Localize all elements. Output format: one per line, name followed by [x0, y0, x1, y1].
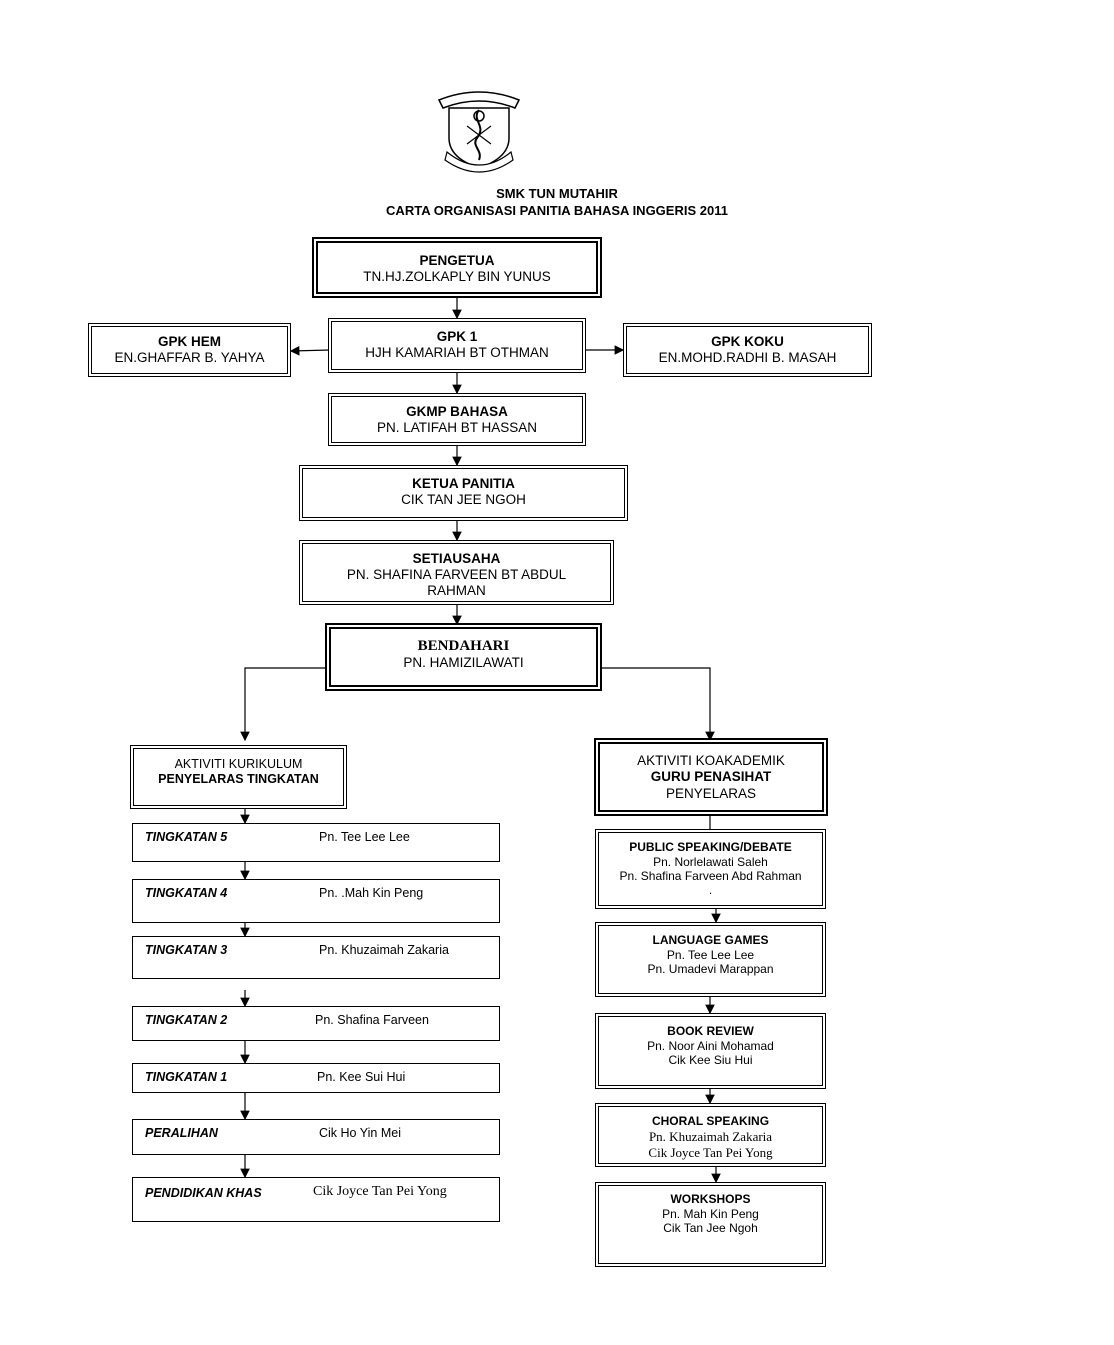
- role-label: GPK HEM: [157, 334, 221, 349]
- level-label: PERALIHAN: [145, 1126, 218, 1140]
- teacher-name: Pn. Tee Lee Lee: [319, 830, 410, 844]
- activity-choral-speaking: CHORAL SPEAKING Pn. Khuzaimah Zakaria Ci…: [595, 1103, 826, 1167]
- member-name: Pn. Norlelawati Saleh: [653, 855, 768, 869]
- role-label: GPK KOKU: [711, 334, 784, 349]
- node-bendahari: BENDAHARI PN. HAMIZILAWATI: [325, 623, 602, 691]
- activity-title: BOOK REVIEW: [667, 1024, 754, 1038]
- section-role: PENYELARAS: [665, 786, 757, 801]
- teacher-name: Cik Ho Yin Mei: [319, 1126, 401, 1140]
- person-name: CIK TAN JEE NGOH: [401, 492, 526, 507]
- section-title: AKTIVITI KOAKADEMIK: [637, 753, 785, 768]
- role-label: SETIAUSAHA: [412, 551, 501, 566]
- person-name: HJH KAMARIAH BT OTHMAN: [365, 345, 549, 360]
- node-aktiviti-koakademik: AKTIVITI KOAKADEMIK GURU PENASIHAT PENYE…: [594, 738, 828, 816]
- person-name: EN.GHAFFAR B. YAHYA: [114, 350, 265, 365]
- school-logo: [433, 86, 525, 174]
- activity-title: CHORAL SPEAKING: [651, 1114, 770, 1128]
- level-row: TINGKATAN 2 Pn. Shafina Farveen: [132, 1006, 500, 1041]
- member-name: Pn. Mah Kin Peng: [662, 1207, 759, 1221]
- activity-title: WORKSHOPS: [670, 1192, 751, 1206]
- level-row: PERALIHAN Cik Ho Yin Mei: [132, 1119, 500, 1155]
- node-aktiviti-kurikulum: AKTIVITI KURIKULUM PENYELARAS TINGKATAN: [130, 745, 347, 809]
- role-label: BENDAHARI: [417, 638, 510, 654]
- school-name: SMK TUN MUTAHIR: [496, 186, 618, 201]
- role-label: KETUA PANITIA: [412, 476, 515, 491]
- chart-title: CARTA ORGANISASI PANITIA BAHASA INGGERIS…: [386, 203, 728, 218]
- node-pengetua: PENGETUA TN.HJ.ZOLKAPLY BIN YUNUS: [312, 237, 602, 298]
- level-row: TINGKATAN 3 Pn. Khuzaimah Zakaria: [132, 936, 500, 979]
- activity-title: LANGUAGE GAMES: [652, 933, 769, 947]
- member-name: Pn. Khuzaimah Zakaria: [648, 1129, 773, 1144]
- section-subtitle: GURU PENASIHAT: [650, 769, 772, 784]
- node-gpk-hem: GPK HEM EN.GHAFFAR B. YAHYA: [88, 323, 291, 377]
- person-name: EN.MOHD.RADHI B. MASAH: [658, 350, 837, 365]
- level-row: TINGKATAN 5 Pn. Tee Lee Lee: [132, 823, 500, 862]
- person-name: PN. HAMIZILAWATI: [403, 655, 524, 670]
- level-label: TINGKATAN 2: [145, 1013, 228, 1027]
- teacher-name: Pn. Kee Sui Hui: [317, 1070, 406, 1084]
- member-name: Cik Tan Jee Ngoh: [663, 1221, 758, 1235]
- activity-workshops: WORKSHOPS Pn. Mah Kin Peng Cik Tan Jee N…: [595, 1182, 826, 1267]
- node-gkmp-bahasa: GKMP BAHASA PN. LATIFAH BT HASSAN: [328, 393, 586, 446]
- teacher-name: Cik Joyce Tan Pei Yong: [313, 1184, 447, 1199]
- activity-title: PUBLIC SPEAKING/DEBATE: [629, 840, 792, 854]
- node-gpk-koku: GPK KOKU EN.MOHD.RADHI B. MASAH: [623, 323, 872, 377]
- member-name: Pn. Umadevi Marappan: [647, 962, 774, 976]
- person-name: PN. SHAFINA FARVEEN BT ABDUL: [346, 567, 567, 582]
- teacher-name: Pn. .Mah Kin Peng: [319, 886, 424, 900]
- level-row: TINGKATAN 1 Pn. Kee Sui Hui: [132, 1063, 500, 1093]
- member-name: Cik Kee Siu Hui: [668, 1053, 753, 1067]
- person-name: PN. LATIFAH BT HASSAN: [376, 420, 538, 435]
- role-label: PENGETUA: [419, 253, 495, 268]
- level-label: TINGKATAN 3: [145, 943, 228, 957]
- role-label: GKMP BAHASA: [406, 404, 508, 419]
- person-name-cont: RAHMAN: [427, 583, 486, 598]
- level-row: PENDIDIKAN KHAS Cik Joyce Tan Pei Yong: [132, 1177, 500, 1222]
- level-label: TINGKATAN 1: [145, 1070, 228, 1084]
- person-name: TN.HJ.ZOLKAPLY BIN YUNUS: [363, 269, 551, 284]
- member-name: Pn. Shafina Farveen Abd Rahman: [619, 869, 802, 883]
- node-setiausaha: SETIAUSAHA PN. SHAFINA FARVEEN BT ABDUL …: [299, 540, 614, 605]
- level-row: TINGKATAN 4 Pn. .Mah Kin Peng: [132, 879, 500, 923]
- member-name: Pn. Noor Aini Mohamad: [647, 1039, 774, 1053]
- teacher-name: Pn. Khuzaimah Zakaria: [319, 943, 449, 957]
- member-name: .: [708, 883, 713, 897]
- node-gpk1: GPK 1 HJH KAMARIAH BT OTHMAN: [328, 318, 586, 373]
- level-label: TINGKATAN 4: [145, 886, 228, 900]
- member-name: Cik Joyce Tan Pei Yong: [648, 1145, 773, 1160]
- member-name: Pn. Tee Lee Lee: [666, 948, 755, 962]
- teacher-name: Pn. Shafina Farveen: [315, 1013, 429, 1027]
- activity-language-games: LANGUAGE GAMES Pn. Tee Lee Lee Pn. Umade…: [595, 922, 826, 997]
- activity-book-review: BOOK REVIEW Pn. Noor Aini Mohamad Cik Ke…: [595, 1013, 826, 1089]
- section-subtitle: PENYELARAS TINGKATAN: [158, 772, 319, 786]
- level-label: TINGKATAN 5: [145, 830, 228, 844]
- activity-public-speaking: PUBLIC SPEAKING/DEBATE Pn. Norlelawati S…: [595, 829, 826, 909]
- node-ketua-panitia: KETUA PANITIA CIK TAN JEE NGOH: [299, 465, 628, 521]
- role-label: GPK 1: [436, 329, 478, 344]
- section-title: AKTIVITI KURIKULUM: [174, 757, 303, 771]
- level-label: PENDIDIKAN KHAS: [145, 1186, 262, 1200]
